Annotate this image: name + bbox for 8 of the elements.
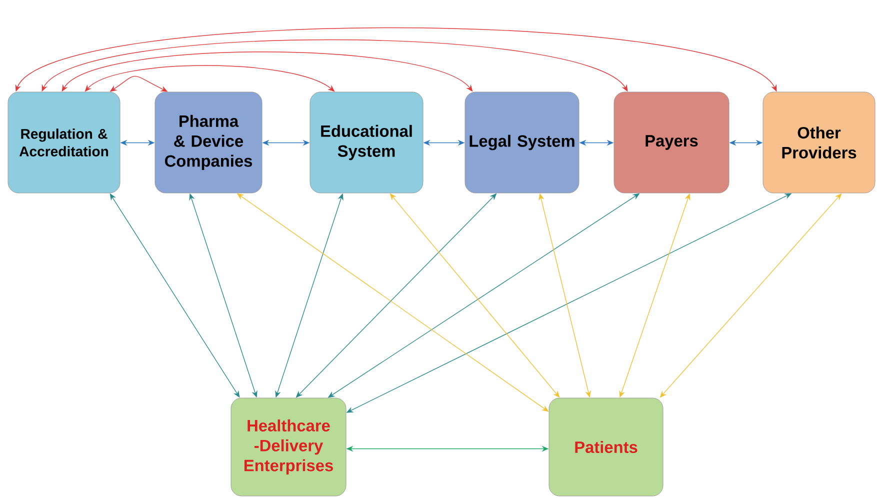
process-box: Pharma & Device Companies: [154, 92, 262, 194]
process-box: Legal System: [464, 92, 580, 194]
process-box: Payers: [614, 92, 730, 194]
process-box: Healthcare -Delivery Enterprises: [230, 398, 346, 496]
process-box: Regulation & Accreditation: [8, 92, 120, 194]
process-box: Patients: [548, 398, 664, 496]
process-box: Other Providers: [762, 92, 876, 194]
process-box: Educational System: [310, 92, 424, 194]
